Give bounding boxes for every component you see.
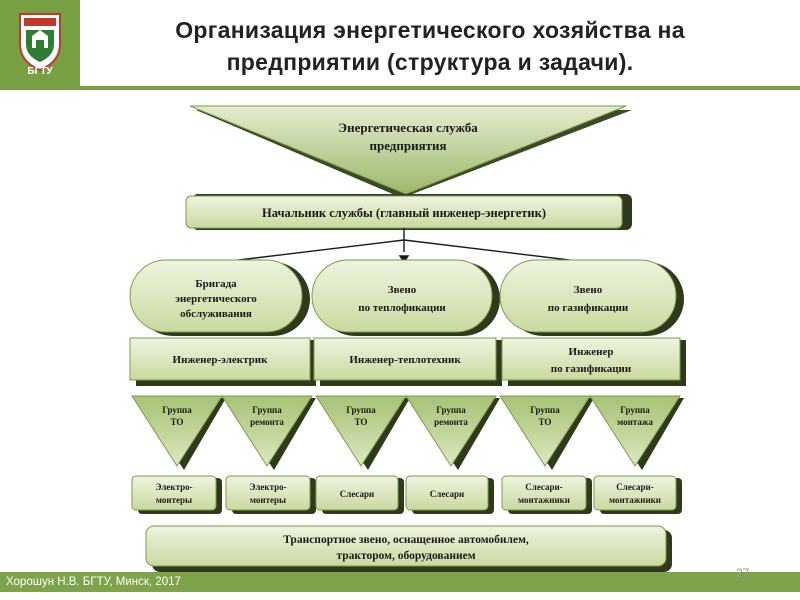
group-1-line-1: Группа [162,405,192,415]
top-label-line-2: предприятия [369,138,446,153]
worker-2-line-2: монтеры [250,495,286,505]
title-line-2: предприятии (структура и задачи). [226,49,634,75]
worker-boxes: Электро- монтеры Электро- монтеры Слесар… [131,475,682,514]
title-line-1: Организация энергетического хозяйства на [175,17,685,43]
top-label-line-1: Энергетическая служба [338,120,478,135]
unit-3-line-1: Звено [574,284,603,296]
group-2-line-2: ремонта [250,417,284,427]
worker-3-line-1: Слесари [340,489,374,499]
unit-1: Бригада энергетического обслуживания [129,259,310,336]
group-3-line-1: Группа [346,405,376,415]
slide-footer [0,572,800,592]
chief-label: Начальник службы (главный инженер-энерге… [262,206,546,220]
logo-caption: БГТУ [27,66,53,77]
worker-1-line-1: Электро- [155,482,192,492]
unit-2: Звено по теплофикации [311,259,500,336]
unit-3: Звено по газификации [499,259,684,336]
transport-line-2: трактором, оборудованием [336,550,475,562]
group-2-line-1: Группа [252,405,282,415]
engineer-1: Инженер-электрик [129,337,316,386]
group-5-line-2: ТО [539,417,552,427]
university-logo [19,13,61,72]
page-number: 27 [736,566,750,580]
header-divider [0,86,800,90]
top-triangle [189,105,627,195]
engineer-2-line-1: Инженер-теплотехник [349,354,461,366]
engineer-2: Инженер-теплотехник [313,337,502,386]
unit-3-line-2: по газификации [548,302,629,314]
worker-5-line-2: монтажники [518,495,570,505]
engineer-3: Инженер по газификации [501,337,686,386]
transport-line-1: Транспортное звено, оснащенное автомобил… [283,534,529,546]
footer-credit: Хорошун Н.В. БГТУ, Минск, 2017 [6,576,181,588]
engineer-1-line-1: Инженер-электрик [173,354,269,366]
engineer-3-line-2: по газификации [551,363,632,375]
worker-4-line-1: Слесари [430,489,464,499]
worker-6-line-1: Слесари- [616,482,653,492]
group-4-line-1: Группа [436,405,466,415]
org-structure-diagram: Энергетическая служба предприятия Началь… [129,105,686,572]
unit-1-line-2: энергетического [175,293,257,305]
group-5-line-1: Группа [530,405,560,415]
slide-title: Организация энергетического хозяйства на… [80,14,780,78]
group-1-line-2: ТО [171,417,184,427]
group-6-line-2: монтажа [617,417,653,427]
slide-header: БГТУ Организация энергетического хозяйст… [0,0,800,90]
unit-1-line-3: обслуживания [180,308,252,320]
worker-5-line-1: Слесари- [525,482,562,492]
unit-2-line-1: Звено [388,284,417,296]
worker-2-line-1: Электро- [249,482,286,492]
group-6-line-1: Группа [620,405,650,415]
group-triangles: Группа ТО Группа ремонта Группа ТО Групп… [131,395,684,470]
group-3-line-2: ТО [355,417,368,427]
transport-unit: Транспортное звено, оснащенное автомобил… [145,525,672,572]
unit-2-line-2: по теплофикации [358,302,446,314]
group-4-line-2: ремонта [434,417,468,427]
worker-1-line-2: монтеры [156,495,192,505]
engineer-3-line-1: Инженер [569,346,614,358]
unit-1-line-1: Бригада [195,278,237,290]
worker-6-line-2: монтажники [609,495,661,505]
